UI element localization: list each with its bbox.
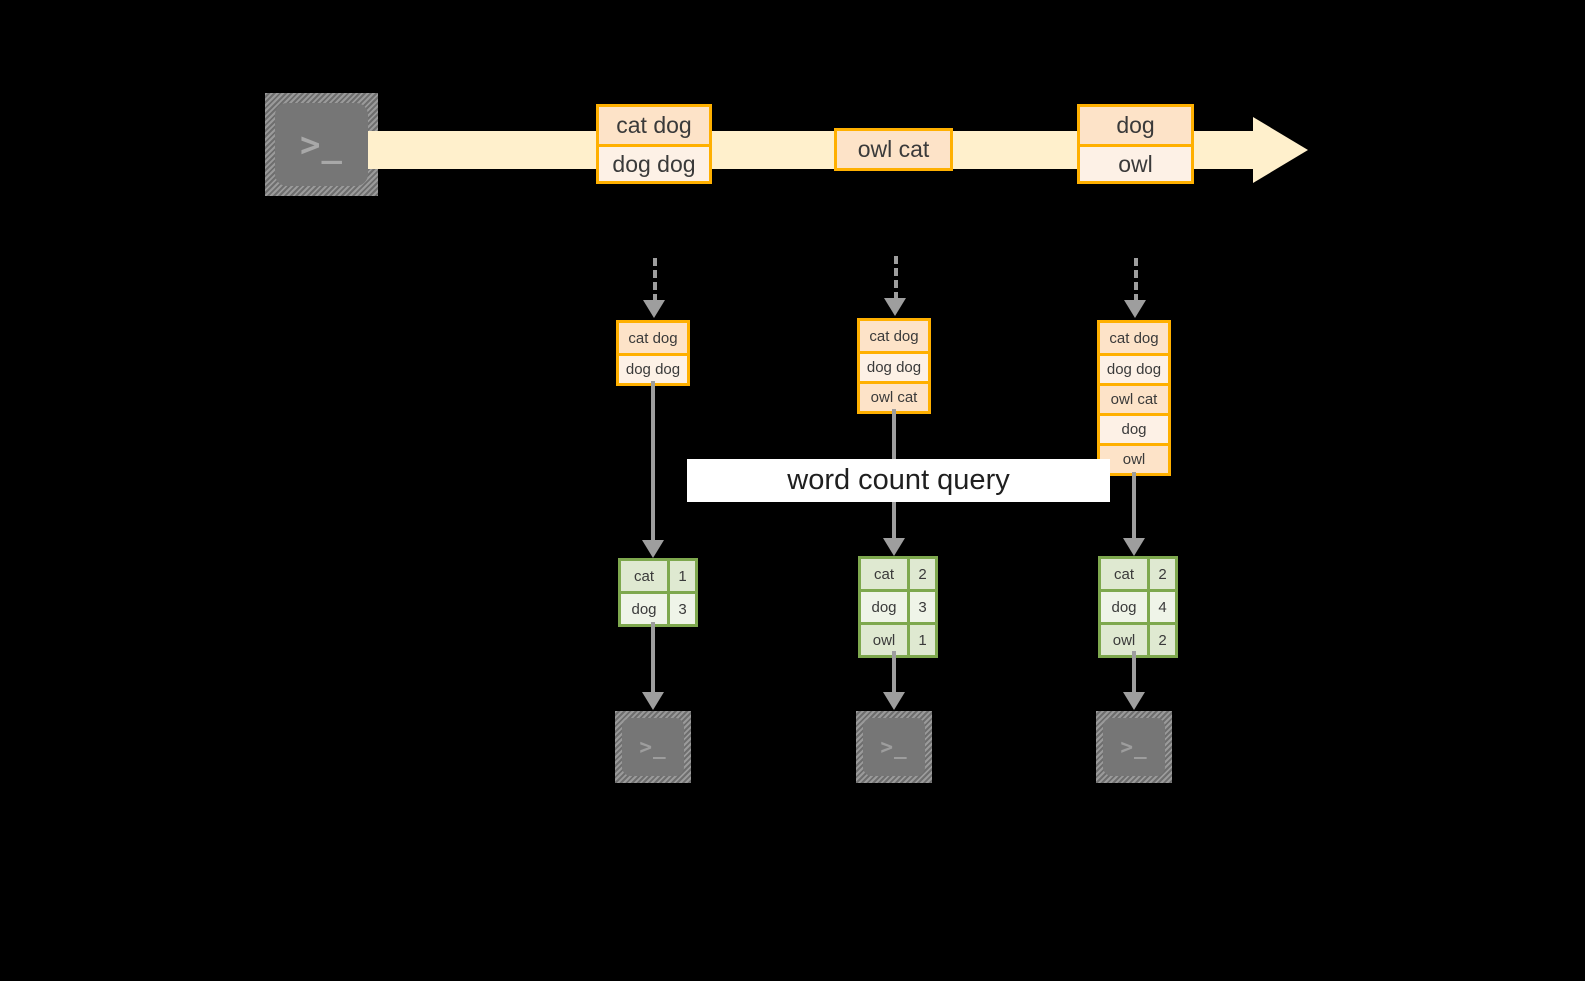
accumulated-event-line: dog dog (1100, 353, 1168, 383)
stream-event-line: cat dog (599, 107, 709, 144)
table-row: owl 1 (861, 622, 935, 655)
stream-event-line: owl cat (837, 131, 950, 168)
accumulated-events-box: cat dog dog dog owl cat dog owl (1097, 320, 1171, 476)
terminal-icon-sink: >_ (1096, 711, 1172, 783)
table-row: cat 1 (621, 561, 695, 591)
right-arrow-icon (1253, 117, 1308, 183)
arrow-down-icon (883, 538, 905, 556)
accumulated-event-line: dog (1100, 413, 1168, 443)
result-word: cat (861, 559, 907, 589)
result-table: cat 2 dog 4 owl 2 (1098, 556, 1178, 658)
accumulated-event-line: cat dog (619, 323, 687, 353)
stream-event-line: owl (1080, 144, 1191, 181)
accumulated-event-line: owl cat (860, 381, 928, 411)
accumulated-event-line: dog dog (619, 353, 687, 383)
accumulator-to-result-connector (1132, 472, 1136, 544)
arrow-down-icon (1124, 300, 1146, 318)
accumulator-to-result-connector (651, 381, 655, 544)
result-count: 2 (1147, 625, 1175, 655)
accumulated-event-line: dog dog (860, 351, 928, 381)
result-count: 2 (907, 559, 935, 589)
accumulated-events-box: cat dog dog dog owl cat (857, 318, 931, 414)
terminal-body (863, 718, 925, 776)
stream-event-line: dog dog (599, 144, 709, 181)
result-to-sink-connector (651, 622, 655, 695)
table-row: owl 2 (1101, 622, 1175, 655)
accumulated-event-line: cat dog (860, 321, 928, 351)
arrow-down-icon (642, 540, 664, 558)
terminal-prompt-glyph: >_ (880, 734, 908, 759)
table-row: dog 4 (1101, 589, 1175, 622)
stream-event-line: dog (1080, 107, 1191, 144)
terminal-prompt-glyph: >_ (1120, 734, 1148, 759)
arrow-down-icon (884, 298, 906, 316)
result-word: owl (1101, 625, 1147, 655)
stream-event-box: dog owl (1077, 104, 1194, 184)
arrow-down-icon (1123, 692, 1145, 710)
result-count: 1 (907, 625, 935, 655)
arrow-down-icon (883, 692, 905, 710)
arrow-down-icon (1123, 538, 1145, 556)
result-word: owl (861, 625, 907, 655)
result-count: 4 (1147, 592, 1175, 622)
result-word: cat (621, 561, 667, 591)
query-banner-label: word count query (787, 464, 1010, 496)
terminal-body (275, 103, 368, 186)
result-count: 3 (667, 594, 695, 624)
terminal-prompt-glyph: >_ (300, 124, 343, 165)
result-count: 3 (907, 592, 935, 622)
result-word: dog (1101, 592, 1147, 622)
result-to-sink-connector (892, 651, 896, 695)
arrow-down-icon (642, 692, 664, 710)
stream-event-box: cat dog dog dog (596, 104, 712, 184)
terminal-body (1103, 718, 1165, 776)
result-to-sink-connector (1132, 651, 1136, 695)
terminal-body (622, 718, 684, 776)
terminal-icon-sink: >_ (615, 711, 691, 783)
result-count: 1 (667, 561, 695, 591)
table-row: cat 2 (861, 559, 935, 589)
stream-event-box: owl cat (834, 128, 953, 171)
table-row: dog 3 (621, 591, 695, 624)
query-banner: word count query (687, 459, 1110, 502)
stream-to-accumulator-connector (653, 258, 657, 302)
accumulated-event-line: owl cat (1100, 383, 1168, 413)
arrow-down-icon (643, 300, 665, 318)
terminal-icon-sink: >_ (856, 711, 932, 783)
stream-to-accumulator-connector (1134, 258, 1138, 302)
table-row: dog 3 (861, 589, 935, 622)
accumulated-events-box: cat dog dog dog (616, 320, 690, 386)
accumulated-event-line: owl (1100, 443, 1168, 473)
terminal-icon-source: >_ (265, 93, 378, 196)
result-table: cat 2 dog 3 owl 1 (858, 556, 938, 658)
terminal-prompt-glyph: >_ (639, 734, 667, 759)
result-word: cat (1101, 559, 1147, 589)
result-count: 2 (1147, 559, 1175, 589)
result-table: cat 1 dog 3 (618, 558, 698, 627)
result-word: dog (621, 594, 667, 624)
result-word: dog (861, 592, 907, 622)
stream-to-accumulator-connector (894, 256, 898, 300)
table-row: cat 2 (1101, 559, 1175, 589)
accumulated-event-line: cat dog (1100, 323, 1168, 353)
